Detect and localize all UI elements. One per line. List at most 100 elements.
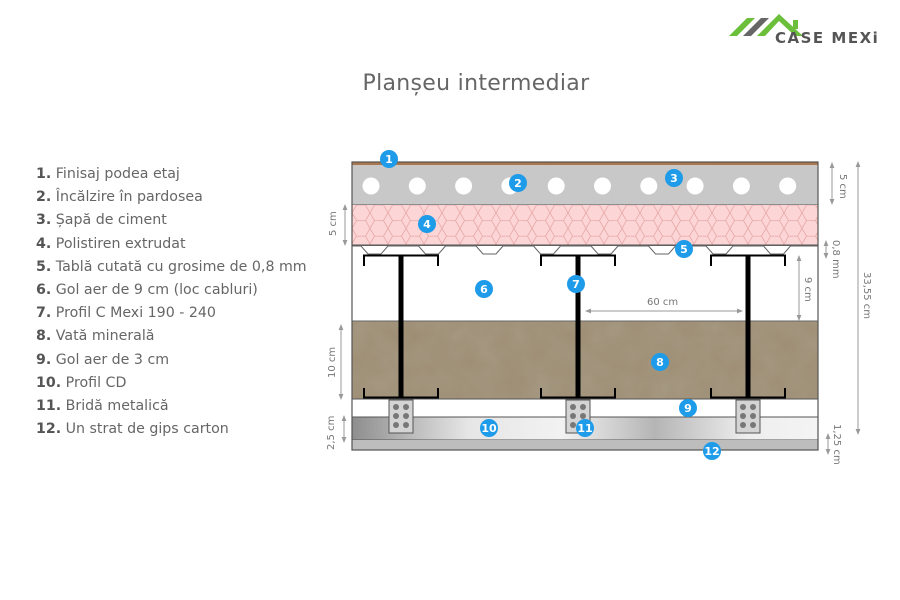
dim-label: 10 cm [327, 347, 338, 378]
badge-label: 7 [572, 278, 580, 291]
sheet-corrugation [648, 245, 676, 255]
bracket-hole [580, 404, 586, 410]
legend-label: Bridă metalică [65, 397, 169, 414]
heating-pipe [408, 177, 426, 195]
bracket-hole [750, 422, 756, 428]
badge-circle [679, 399, 697, 417]
badge-9: 9 [679, 399, 697, 417]
badge-label: 3 [670, 172, 678, 185]
mineral-wool-texture [352, 321, 818, 399]
brand-name: CASE MEXi [775, 29, 880, 47]
page-title: Planșeu intermediar [362, 71, 590, 96]
bracket-hole [403, 404, 409, 410]
dimension-spacing: 60 cm [585, 297, 743, 314]
sheet-corrugation [360, 245, 389, 255]
badge-label: 10 [481, 422, 497, 435]
badge-5: 5 [675, 240, 693, 258]
brand-logo [729, 14, 803, 36]
legend-item: 9. Gol aer de 3 cm [36, 349, 307, 372]
bracket-hole [570, 413, 576, 419]
legend-num: 2. [36, 189, 52, 206]
legend-item: 2. Încălzire în pardosea [36, 186, 307, 209]
dimension-gypsum: 1,25 cm [825, 424, 842, 465]
bracket-hole [750, 413, 756, 419]
c-profile [710, 254, 786, 399]
badge-12: 12 [703, 442, 721, 460]
sheet-corrugation [763, 245, 791, 255]
layer-gypsum-board [352, 440, 818, 450]
badge-circle [665, 169, 683, 187]
legend-item: 12. Un strat de gips carton [36, 418, 307, 441]
heating-pipe [455, 177, 473, 195]
legend-item: 11. Bridă metalică [36, 395, 307, 418]
heating-pipe [594, 177, 611, 195]
metal-bracket [735, 399, 761, 434]
badge-circle [418, 215, 436, 233]
heating-pipe [732, 177, 750, 195]
badge-6: 6 [475, 280, 493, 298]
dimension-total: 33,55 cm [855, 161, 872, 435]
legend-label: Profil CD [65, 374, 127, 391]
bracket-hole [570, 404, 576, 410]
c-profile [363, 254, 439, 399]
legend-item: 6. Gol aer de 9 cm (loc cabluri) [36, 279, 307, 302]
legend-label: Gol aer de 3 cm [55, 351, 170, 368]
legend-label: Profil C Mexi 190 - 240 [55, 305, 216, 322]
dim-label: 5 cm [328, 211, 339, 236]
c-profile [540, 254, 616, 399]
legend-label: Vată minerală [55, 328, 155, 345]
metal-bracket [388, 399, 414, 434]
badge-circle [509, 174, 527, 192]
badge-label: 1 [385, 153, 393, 166]
dim-label: 60 cm [647, 297, 678, 308]
bracket-hole [740, 422, 746, 428]
dim-label: 1,25 cm [831, 424, 842, 465]
badge-circle [380, 150, 398, 168]
legend-num: 11. [36, 397, 62, 414]
badge-label: 8 [656, 356, 664, 369]
dimension-screed: 5 cm [829, 162, 848, 205]
legend-num: 10. [36, 374, 62, 391]
dimension-air-gap: 9 cm [796, 255, 813, 321]
badge-circle [475, 280, 493, 298]
logo-roof-green-left [729, 18, 755, 36]
heating-pipe [640, 177, 658, 195]
legend-item: 1. Finisaj podea etaj [36, 163, 307, 186]
heating-pipe [362, 177, 380, 195]
sheet-corrugation [418, 245, 446, 255]
bracket-hole [393, 413, 399, 419]
dimension-wool: 10 cm [327, 324, 344, 400]
badge-2: 2 [509, 174, 527, 192]
badge-label: 4 [423, 218, 431, 231]
logo-roof-green-right [757, 14, 803, 36]
dim-label: 33,55 cm [861, 272, 872, 319]
dimension-polystyrene: 5 cm [328, 204, 348, 246]
legend-item: 5. Tablă cutată cu grosime de 0,8 mm [36, 256, 307, 279]
dim-label: 2,5 cm [326, 416, 337, 450]
heating-pipe [547, 177, 565, 195]
legend-label: Polistiren extrudat [55, 235, 186, 252]
badge-label: 11 [577, 422, 592, 435]
c-profiles [363, 254, 786, 434]
badge-11: 11 [576, 419, 594, 437]
badge-circle [675, 240, 693, 258]
legend-num: 6. [36, 281, 52, 298]
legend-num: 12. [36, 421, 62, 438]
legend-label: Șapă de ciment [55, 212, 167, 229]
bracket-hole [580, 413, 586, 419]
badge-10: 10 [480, 419, 498, 437]
badge-label: 5 [680, 243, 688, 256]
legend-label: Gol aer de 9 cm (loc cabluri) [55, 281, 258, 298]
logo-roof-gray [743, 18, 769, 36]
legend-num: 9. [36, 351, 52, 368]
sheet-corrugation [533, 245, 561, 255]
sheet-corrugation [475, 245, 504, 255]
legend-num: 8. [36, 328, 52, 345]
badge-circle [480, 419, 498, 437]
badge-circle [567, 275, 585, 293]
badge-7: 7 [567, 275, 585, 293]
legend-num: 4. [36, 235, 52, 252]
bracket-hole [570, 422, 576, 428]
layer-corrugated-sheet [352, 245, 818, 255]
